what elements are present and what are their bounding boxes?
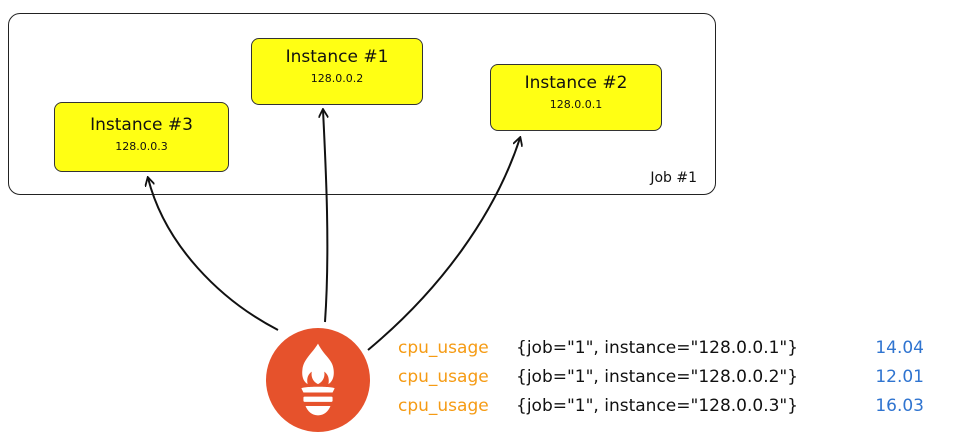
- metric-value: 12.01: [875, 367, 924, 387]
- metric-row: cpu_usage {job="1", instance="128.0.0.2"…: [398, 367, 938, 396]
- arrow-to-instance-1: [323, 110, 327, 323]
- metric-name: cpu_usage: [398, 396, 489, 416]
- instance-box-1: Instance #1 128.0.0.2: [251, 38, 423, 105]
- metric-value: 14.04: [875, 338, 924, 358]
- metric-labels: {job="1", instance="128.0.0.3"}: [516, 396, 799, 416]
- prometheus-flame-icon: [266, 328, 370, 432]
- metric-name: cpu_usage: [398, 338, 489, 358]
- metric-labels: {job="1", instance="128.0.0.1"}: [516, 338, 799, 358]
- job-container: Job #1: [8, 13, 716, 195]
- instance-ip: 128.0.0.3: [115, 140, 168, 153]
- metric-name: cpu_usage: [398, 367, 489, 387]
- arrow-to-instance-3: [148, 178, 279, 331]
- arrow-to-instance-2: [367, 138, 520, 351]
- instance-ip: 128.0.0.2: [310, 72, 364, 85]
- instance-box-3: Instance #3 128.0.0.3: [54, 102, 229, 172]
- instance-name: Instance #1: [285, 47, 389, 67]
- metric-row: cpu_usage {job="1", instance="128.0.0.1"…: [398, 338, 938, 367]
- metric-row: cpu_usage {job="1", instance="128.0.0.3"…: [398, 396, 938, 425]
- job-label: Job #1: [650, 170, 697, 186]
- instance-box-2: Instance #2 128.0.0.1: [490, 64, 662, 131]
- instance-ip: 128.0.0.1: [549, 98, 603, 111]
- instance-name: Instance #2: [524, 73, 628, 93]
- metrics-list: cpu_usage {job="1", instance="128.0.0.1"…: [398, 338, 938, 425]
- metric-labels: {job="1", instance="128.0.0.2"}: [516, 367, 799, 387]
- instance-name: Instance #3: [90, 115, 193, 135]
- metric-value: 16.03: [875, 396, 924, 416]
